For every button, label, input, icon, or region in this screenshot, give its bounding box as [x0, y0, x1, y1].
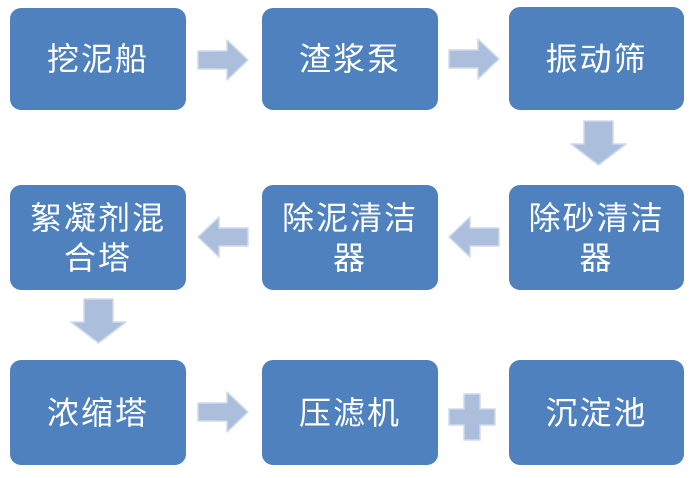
node-filter-press: 压滤机 [262, 360, 438, 465]
node-flocculant-mixing-tower-label: 絮凝剂混 合塔 [29, 198, 166, 277]
node-vibrating-screen-label: 振动筛 [545, 39, 648, 78]
node-dredger-label: 挖泥船 [46, 40, 149, 78]
arrow-down-icon [570, 120, 627, 166]
node-slurry-pump: 渣浆泵 [262, 8, 438, 110]
node-desilting-cleaner: 除泥清洁 器 [262, 185, 438, 290]
node-sedimentation-tank-label: 沉淀池 [545, 393, 648, 432]
node-desanding-cleaner-label: 除砂清洁 器 [528, 198, 665, 277]
node-sedimentation-tank: 沉淀池 [509, 360, 684, 465]
node-flocculant-mixing-tower: 絮凝剂混 合塔 [10, 185, 186, 290]
node-dredger: 挖泥船 [10, 8, 186, 110]
node-thickening-tower: 浓缩塔 [10, 360, 186, 465]
node-desilting-cleaner-label: 除泥清洁 器 [281, 198, 418, 277]
plus-icon [448, 393, 496, 441]
node-thickening-tower-label: 浓缩塔 [46, 393, 149, 432]
node-desanding-cleaner: 除砂清洁 器 [509, 185, 684, 290]
arrow-right-icon [197, 38, 249, 82]
arrow-right-icon [197, 390, 249, 434]
node-slurry-pump-label: 渣浆泵 [298, 40, 401, 78]
node-filter-press-label: 压滤机 [298, 393, 401, 432]
arrow-left-icon [448, 215, 500, 259]
arrow-right-icon [448, 37, 500, 81]
arrow-down-icon [70, 298, 127, 344]
node-vibrating-screen: 振动筛 [509, 7, 684, 110]
arrow-left-icon [197, 215, 249, 259]
